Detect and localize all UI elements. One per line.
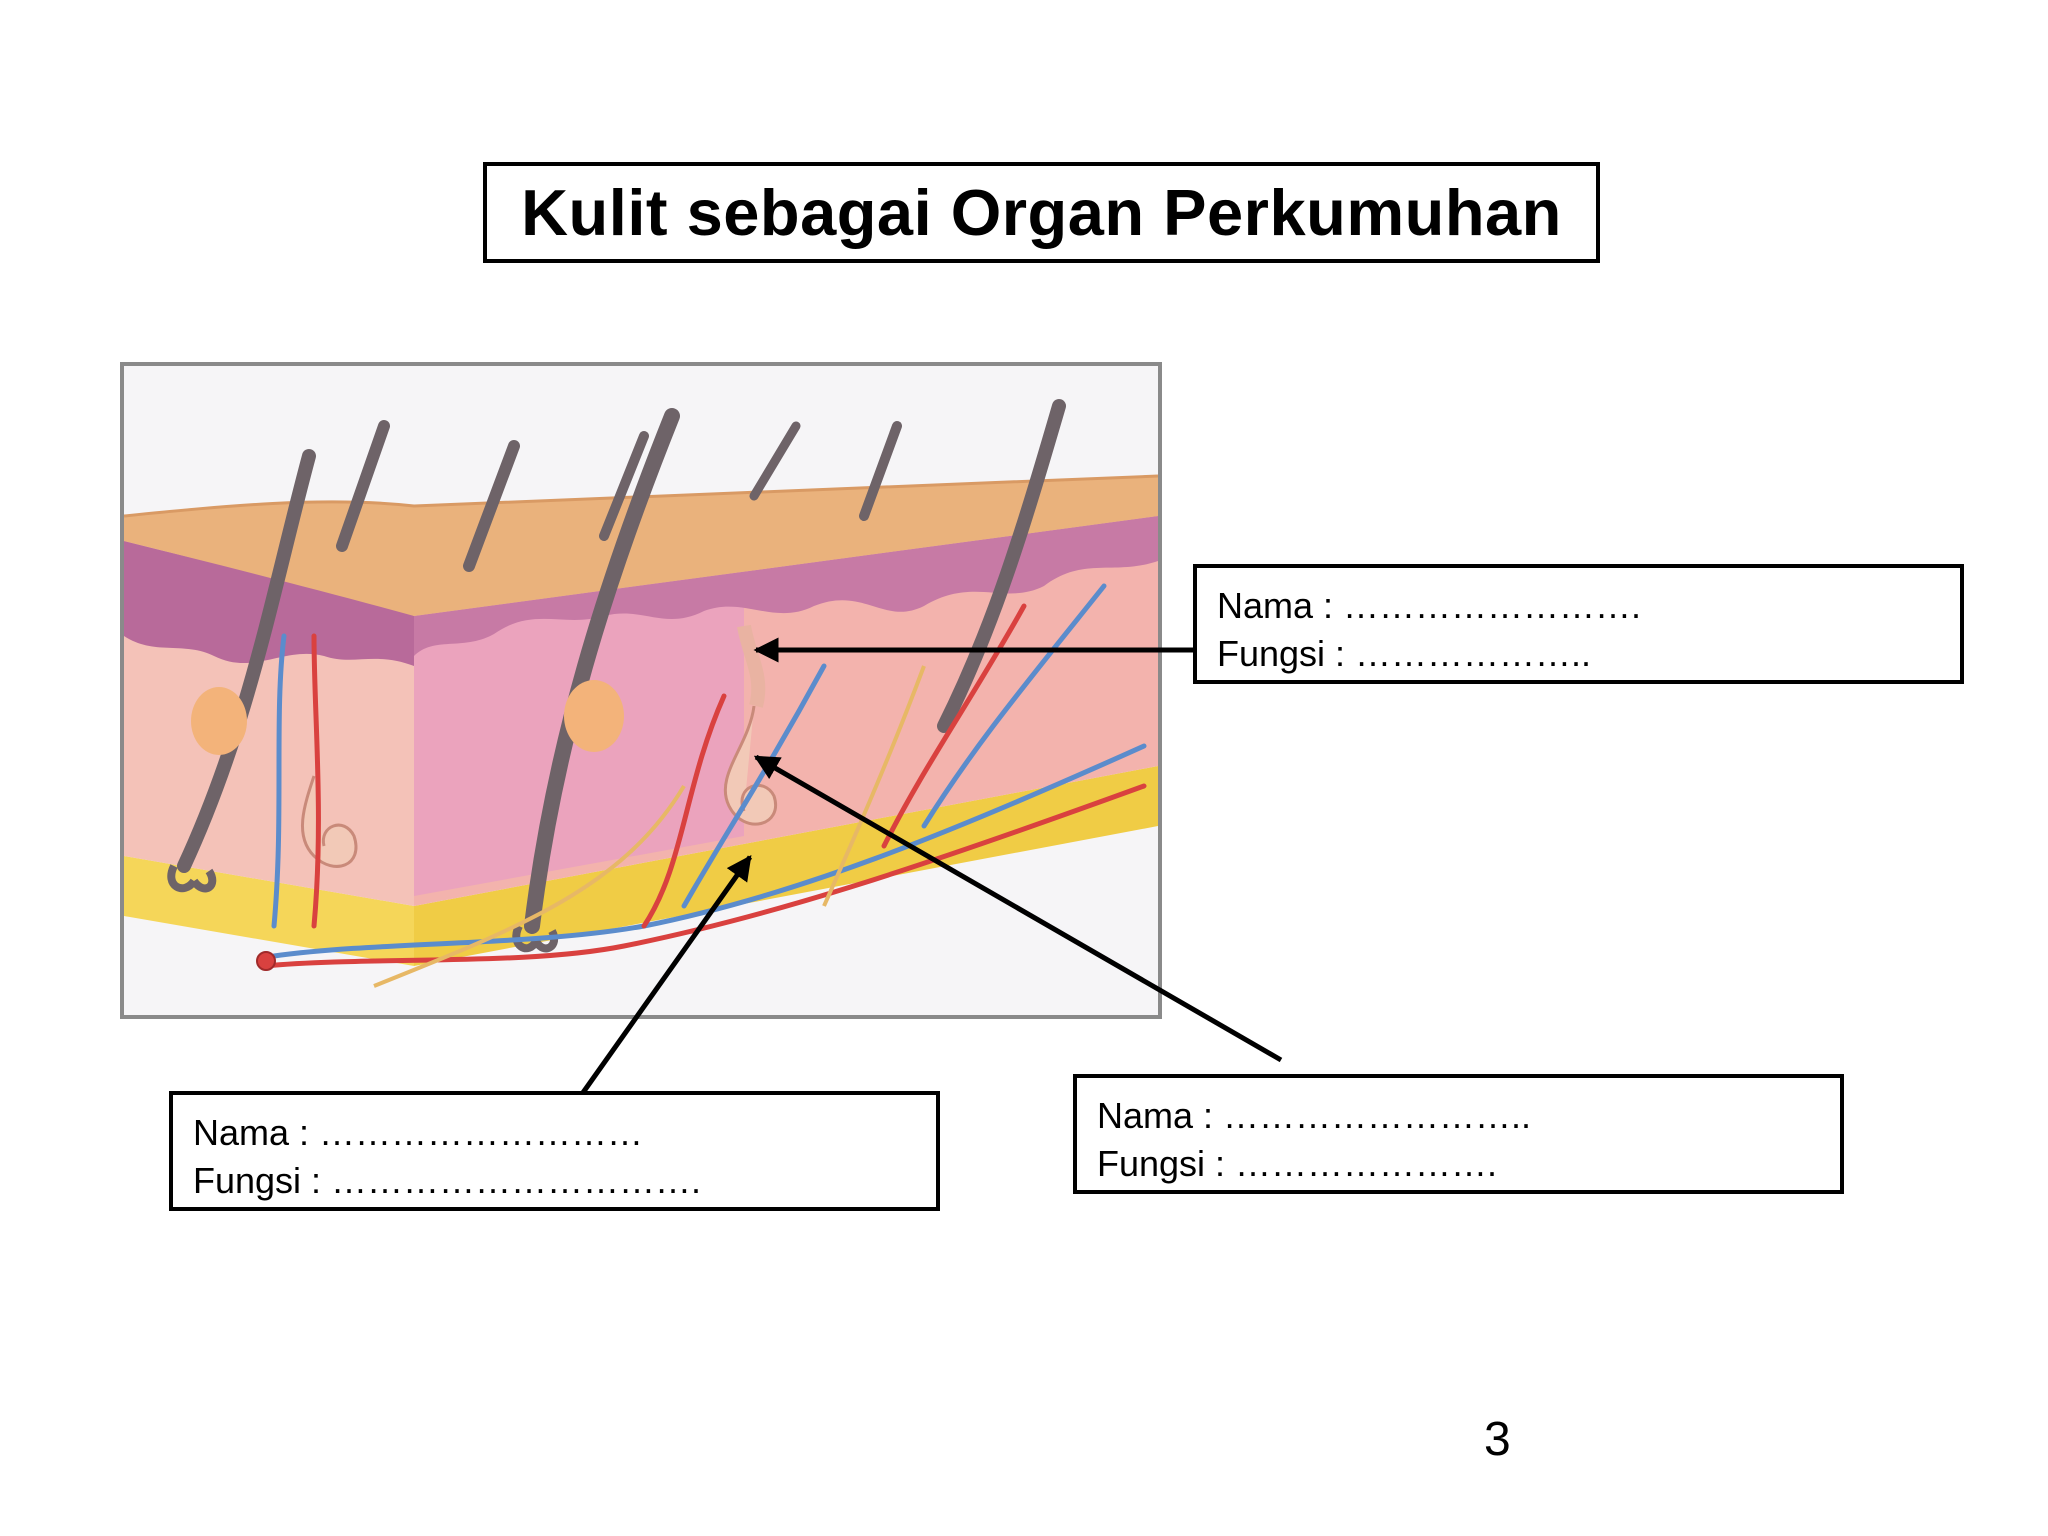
skin-cross-section-illustration <box>120 362 1162 1019</box>
function-field[interactable]: Fungsi : …………………. <box>1097 1143 1498 1184</box>
hair-shafts <box>177 399 1066 934</box>
page-number: 3 <box>1484 1413 1511 1466</box>
skin-surface <box>124 476 1158 616</box>
function-field[interactable]: Fungsi : ……………….. <box>1217 633 1592 674</box>
label-box-top-right: Nama : ……………………. Fungsi : ……………….. <box>1193 564 1964 684</box>
name-field[interactable]: Nama : …………………….. <box>1097 1095 1532 1136</box>
sweat-duct <box>737 624 766 708</box>
function-field[interactable]: Fungsi : …………………………. <box>193 1160 702 1201</box>
sebaceous-gland-2 <box>564 680 624 752</box>
epidermis-side <box>414 516 1158 656</box>
label-box-bottom-left: Nama : ……………………… Fungsi : …………………………. <box>169 1091 940 1211</box>
sebaceous-gland-1 <box>191 687 247 755</box>
label-box-bottom-right: Nama : …………………….. Fungsi : …………………. <box>1073 1074 1844 1194</box>
skin-diagram-svg <box>124 366 1158 1015</box>
name-field[interactable]: Nama : ……………………… <box>193 1112 644 1153</box>
name-field[interactable]: Nama : ……………………. <box>1217 585 1642 626</box>
title-box: Kulit sebagai Organ Perkumuhan <box>483 162 1600 263</box>
page-title: Kulit sebagai Organ Perkumuhan <box>521 176 1562 249</box>
